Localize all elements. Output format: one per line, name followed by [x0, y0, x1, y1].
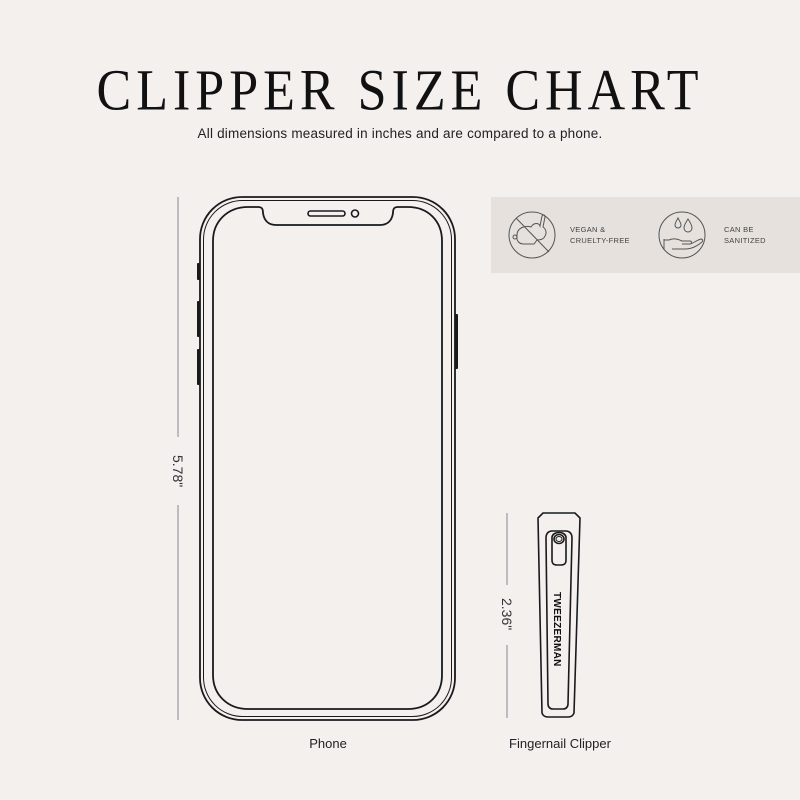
feature-badges: VEGAN & CRUELTY-FREE CAN BE SANITIZED	[491, 197, 800, 273]
clipper-outline	[537, 512, 581, 718]
badge-vegan: VEGAN & CRUELTY-FREE	[570, 224, 630, 246]
phone-height-label: 5.78"	[170, 455, 186, 488]
clipper-caption: Fingernail Clipper	[509, 736, 611, 751]
phone-outline	[199, 196, 456, 721]
no-animal-testing-icon	[508, 211, 556, 259]
badge-icons	[508, 211, 706, 259]
badge-sanitized-line2: SANITIZED	[724, 236, 766, 245]
clipper-brand-logo: TWEEZERMAN	[551, 592, 562, 667]
page-subtitle: All dimensions measured in inches and ar…	[197, 126, 603, 141]
badge-sanitized-line1: CAN BE	[724, 225, 754, 234]
badge-vegan-line2: CRUELTY-FREE	[570, 236, 630, 245]
water-hand-icon	[658, 211, 706, 259]
badge-vegan-line1: VEGAN &	[570, 225, 606, 234]
phone-side-buttons	[197, 263, 458, 385]
badge-sanitized: CAN BE SANITIZED	[724, 224, 766, 246]
clipper-height-label: 2.36"	[499, 598, 515, 631]
phone-caption: Phone	[309, 736, 347, 751]
page-title: CLIPPER SIZE CHART	[96, 59, 704, 123]
